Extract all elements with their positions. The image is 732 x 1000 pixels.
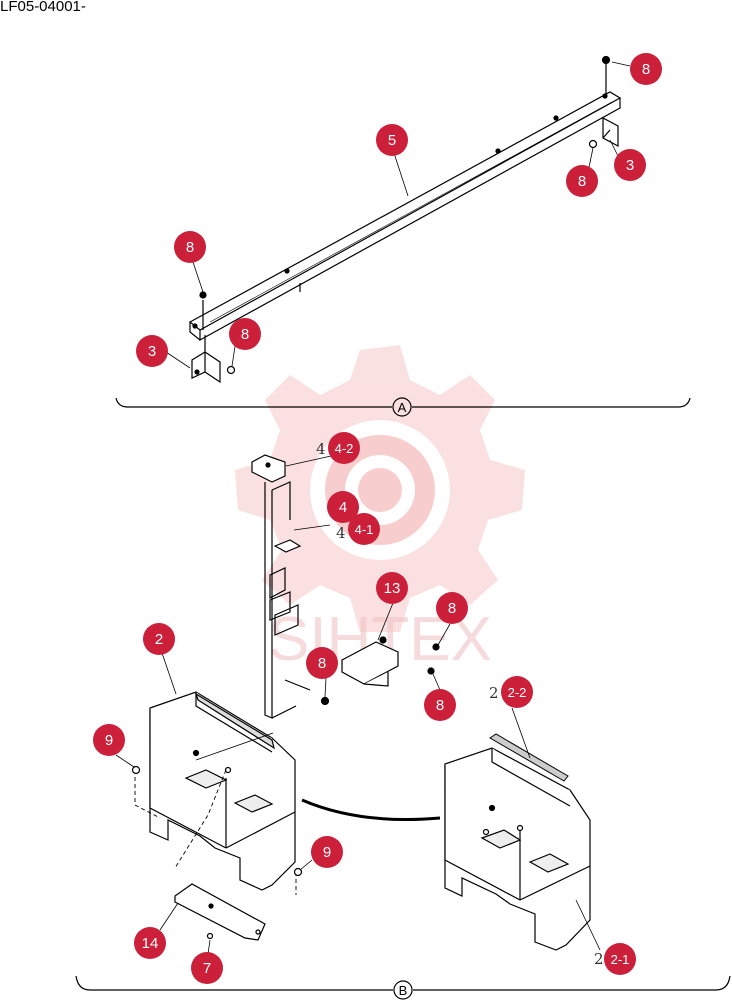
callout-c14: 14 xyxy=(134,927,166,959)
callout-number: 4-1 xyxy=(355,522,374,537)
ghost-label-4-1: 4 xyxy=(336,524,346,542)
callout-badge xyxy=(424,689,456,721)
callout-number: 8 xyxy=(436,697,444,714)
callout-number: 7 xyxy=(203,960,211,977)
callout-c22: 2-2 xyxy=(501,676,533,708)
callout-badge xyxy=(311,836,343,868)
callout-c3a: 3 xyxy=(136,335,168,367)
callout-c8b: 8 xyxy=(229,318,261,350)
callout-number: 5 xyxy=(388,132,396,149)
vertical-bracket xyxy=(251,454,330,719)
callout-badge xyxy=(174,231,206,263)
callout-number: 9 xyxy=(323,844,331,861)
callout-badge xyxy=(93,724,125,756)
callout-number: 14 xyxy=(142,935,159,952)
document-code: LF05-04001- xyxy=(0,0,86,15)
section-b-label: B xyxy=(399,983,408,998)
strip-2-2 xyxy=(489,733,569,782)
callout-badge xyxy=(306,647,338,679)
cover-box-right xyxy=(444,747,591,951)
callout-badge xyxy=(328,432,360,464)
callout-c9a: 9 xyxy=(93,724,125,756)
rail-assembly xyxy=(188,55,622,384)
callout-number: 8 xyxy=(186,239,194,256)
leader-2-line xyxy=(195,732,274,761)
callout-c9b: 9 xyxy=(311,836,343,868)
callout-badge xyxy=(136,335,168,367)
callout-badge xyxy=(614,149,646,181)
bracket-13 xyxy=(341,636,440,687)
callout-badge xyxy=(376,572,408,604)
callout-c4: 4 xyxy=(327,491,359,523)
callout-c21: 2-1 xyxy=(604,943,636,975)
ghost-label-2-2: 2 xyxy=(489,684,499,702)
callout-badge xyxy=(436,592,468,624)
callout-c13: 13 xyxy=(376,572,408,604)
callout-number: 8 xyxy=(578,173,586,190)
callout-number: 13 xyxy=(384,580,401,597)
callout-number: 8 xyxy=(318,655,326,672)
callout-number: 3 xyxy=(626,157,634,174)
callout-number: 2 xyxy=(155,631,163,648)
callout-badge xyxy=(630,53,662,85)
callout-c8d: 8 xyxy=(566,165,598,197)
callout-number: 3 xyxy=(148,343,156,360)
callout-badge xyxy=(134,927,166,959)
callout-badge xyxy=(327,491,359,523)
callout-layer: 8 3 8 5 8 3 8 4-2 4 4-1 13 8 8 8 2 9 9 14 7 2-2 2-1 xyxy=(93,53,662,984)
bolts-9 xyxy=(131,765,303,877)
callout-c42: 4-2 xyxy=(328,432,360,464)
callout-number: 8 xyxy=(448,600,456,617)
callout-number: 9 xyxy=(105,732,113,749)
callout-number: 8 xyxy=(642,61,650,78)
callout-badge xyxy=(604,943,636,975)
callout-c3b: 3 xyxy=(614,149,646,181)
callout-badge xyxy=(143,623,175,655)
section-a-label: A xyxy=(398,400,407,415)
callout-c8a: 8 xyxy=(174,231,206,263)
callout-number: 8 xyxy=(241,326,249,343)
callout-number: 4-2 xyxy=(335,441,354,456)
ghost-label-2-1: 2 xyxy=(594,950,604,968)
callout-number: 2-2 xyxy=(508,685,527,700)
callout-c8c: 8 xyxy=(630,53,662,85)
callout-badge xyxy=(229,318,261,350)
callout-badge xyxy=(566,165,598,197)
callout-badge xyxy=(501,676,533,708)
callout-c8f: 8 xyxy=(306,647,338,679)
callout-badge xyxy=(376,124,408,156)
callout-number: 2-1 xyxy=(611,952,630,967)
callout-badge xyxy=(191,952,223,984)
cover-box-left xyxy=(149,691,296,891)
plate-14 xyxy=(174,883,266,941)
ghost-labels: 4 4 2 2 xyxy=(316,440,604,968)
assembly-dashed-lines xyxy=(134,769,297,895)
callout-c7: 7 xyxy=(191,952,223,984)
section-a-brace xyxy=(115,397,691,417)
callout-number: 4 xyxy=(339,499,347,516)
transition-arrow xyxy=(301,798,441,821)
section-b-brace xyxy=(75,975,731,1000)
callout-badge xyxy=(348,513,380,545)
callout-c5: 5 xyxy=(376,124,408,156)
callout-c2: 2 xyxy=(143,623,175,655)
callout-c8g: 8 xyxy=(424,689,456,721)
ghost-label-4-2: 4 xyxy=(316,440,326,458)
callout-c41: 4-1 xyxy=(348,513,380,545)
callout-c8e: 8 xyxy=(436,592,468,624)
